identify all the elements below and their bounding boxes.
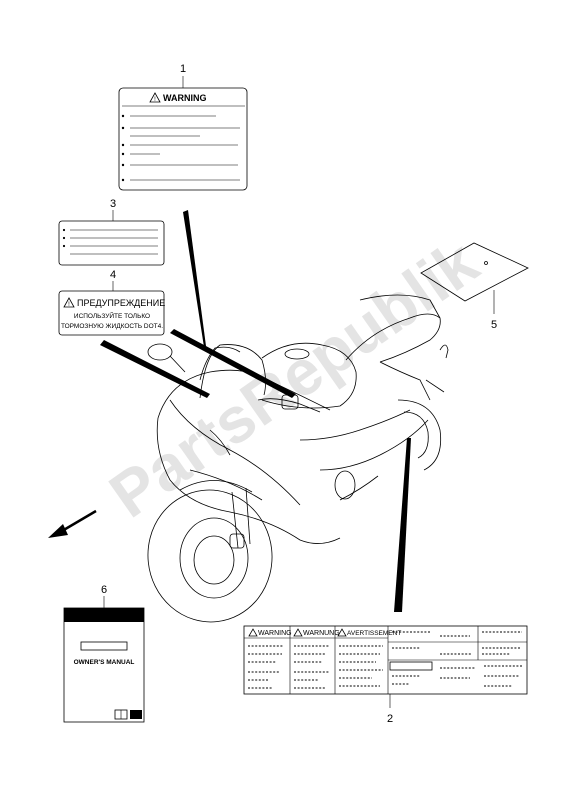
- callout-1: 1: [180, 63, 186, 75]
- book-icon: [114, 709, 142, 720]
- callout-3: 3: [110, 198, 116, 210]
- warning-triangle-icon: [337, 628, 347, 637]
- callout-5: 5: [491, 319, 497, 331]
- callout-2: 2: [387, 713, 393, 725]
- label-1-warning-sticker[interactable]: ! WARNING: [118, 87, 248, 191]
- pointer-wedges: [100, 210, 411, 612]
- direction-arrow-icon: [48, 509, 97, 538]
- motorcycle-illustration: [147, 294, 449, 623]
- label-4-line-2: ТОРМОЗНУЮ ЖИДКОСТЬ DOT4.: [61, 323, 163, 330]
- svg-text:!: !: [68, 302, 70, 308]
- label-1-title: WARNING: [163, 93, 207, 103]
- warning-triangle-icon: [63, 297, 75, 308]
- label-2-heading-de: WARNUNG: [303, 630, 340, 637]
- label-2-heading-fr: AVERTISSEMENT: [347, 630, 401, 637]
- callout-4: 4: [110, 269, 116, 281]
- callout-6: 6: [101, 584, 107, 596]
- warning-triangle-icon: [248, 628, 258, 637]
- svg-text:!: !: [154, 97, 156, 103]
- label-3-sticker[interactable]: [58, 220, 165, 266]
- manual-title: OWNER'S MANUAL: [74, 659, 135, 666]
- watermark: PartsRepublik: [97, 225, 491, 531]
- warning-triangle-icon: [293, 628, 303, 637]
- label-4-title: ПРЕДУПРЕЖДЕНИЕ: [77, 298, 165, 308]
- label-2-multilanguage-sticker[interactable]: WARNING WARNUNG AVERTISSEMENT: [243, 625, 528, 695]
- label-4-line-1: ИСПОЛЬЗУЙТЕ ТОЛЬКО: [74, 311, 150, 320]
- label-4-brake-fluid-sticker[interactable]: ! ПРЕДУПРЕЖДЕНИЕ ИСПОЛЬЗУЙТЕ ТОЛЬКО ТОРМ…: [58, 290, 165, 336]
- label-2-heading-en: WARNING: [258, 630, 292, 637]
- warning-triangle-icon: [149, 92, 161, 103]
- label-5-sticker[interactable]: [420, 242, 529, 302]
- owners-manual-booklet[interactable]: OWNER'S MANUAL: [63, 607, 145, 723]
